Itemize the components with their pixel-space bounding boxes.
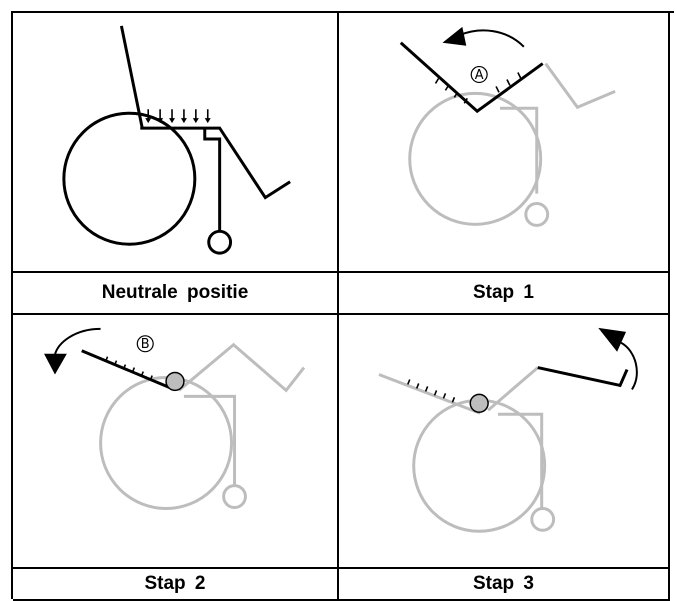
step2-leg — [178, 342, 306, 393]
step2-tilted-backrest — [81, 349, 175, 391]
step1-rotation-arrow — [459, 29, 525, 48]
step1-wheel — [408, 91, 543, 226]
step2-rotation-arrow — [53, 327, 101, 356]
step2-illustration: B — [13, 315, 339, 569]
step3-arrow-head — [598, 327, 627, 352]
step3-pivot-point — [469, 393, 489, 413]
wheelchair-steps-table: A Neutrale positie Stap 1 B — [11, 11, 674, 601]
neutral-frame — [203, 128, 222, 233]
step3-wheelchair-drawing — [378, 327, 638, 533]
step3-illustration — [339, 315, 670, 569]
neutral-wheel — [62, 111, 197, 246]
caption-step3: Stap 3 — [339, 569, 670, 601]
step1-leg — [544, 62, 616, 110]
neutral-backrest — [119, 25, 144, 129]
step3-raised-leg — [537, 366, 629, 388]
marker-a-circle — [470, 65, 488, 84]
step2-frame — [183, 394, 237, 486]
step2-pivot-point — [165, 371, 185, 392]
step2-wheel — [99, 376, 234, 510]
caption-step2: Stap 2 — [13, 569, 339, 601]
step1-caster-wheel — [524, 202, 550, 227]
step3-backrest — [378, 373, 481, 415]
neutral-caster-wheel — [207, 229, 233, 255]
marker-b-label: B — [141, 337, 150, 352]
step3-rotation-arrow — [620, 341, 638, 390]
neutral-seat-and-leg — [140, 126, 291, 200]
step1-wheelchair-drawing: A — [399, 26, 616, 227]
step1-illustration: A — [339, 13, 670, 273]
step3-wheel — [412, 398, 547, 533]
step1-pressure-marks — [434, 72, 522, 104]
step1-frame — [500, 106, 539, 194]
step3-frame — [498, 412, 544, 509]
step2-caster-wheel — [222, 484, 247, 509]
step2-wheelchair-drawing: B — [44, 327, 306, 510]
step3-pressure-marks — [407, 379, 456, 403]
step2-arrow-head — [44, 353, 67, 375]
step2-pressure-marks — [104, 356, 153, 381]
neutral-illustration — [13, 13, 339, 273]
step3-seat — [487, 366, 539, 412]
marker-b-circle — [136, 335, 154, 353]
marker-a-label: A — [475, 68, 484, 83]
caption-neutral: Neutrale positie — [13, 273, 339, 315]
step3-caster-wheel — [530, 506, 556, 532]
neutral-pressure-arrows — [145, 109, 211, 124]
step1-tilted-seat — [399, 41, 544, 114]
caption-step1: Stap 1 — [339, 273, 670, 315]
step1-arrow-head — [442, 26, 467, 46]
neutral-wheelchair-drawing — [62, 25, 291, 255]
